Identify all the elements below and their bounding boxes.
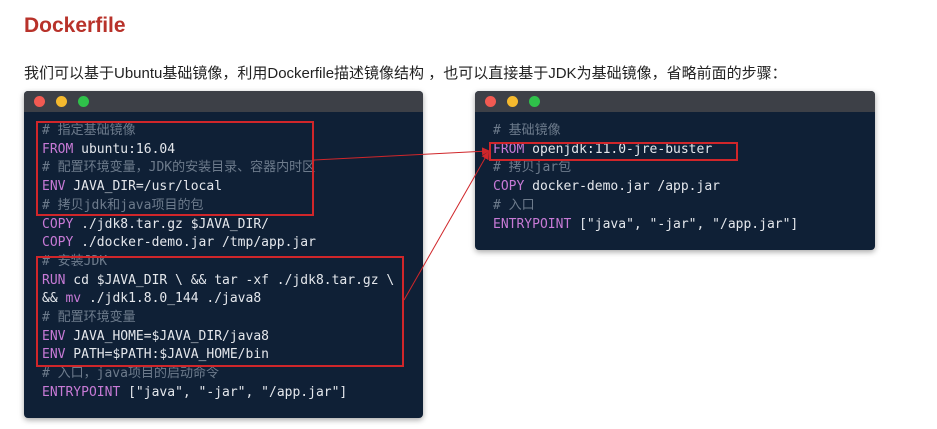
description-text: 我们可以基于Ubuntu基础镜像，利用Dockerfile描述镜像结构 ，也可以…	[24, 65, 787, 82]
code-keyword: FROM	[42, 141, 74, 157]
code-text: JAVA_HOME=$JAVA_DIR/java8	[65, 328, 269, 344]
window-titlebar	[475, 91, 875, 112]
window-titlebar	[24, 91, 423, 112]
arrow-line	[313, 147, 490, 161]
highlight-box-openjdk-from	[489, 142, 738, 161]
code-keyword: ENTRYPOINT	[493, 216, 572, 232]
code-comment: # 配置环境变量	[42, 310, 136, 326]
code-text: ./jdk1.8.0_144 ./java8	[81, 291, 262, 307]
code-line: # 拷贝jdk和java项目的包	[42, 197, 394, 216]
maximize-dot-icon	[78, 96, 89, 107]
code-text: PATH=$PATH:$JAVA_HOME/bin	[65, 347, 269, 363]
code-line: ENTRYPOINT ["java", "-jar", "/app.jar"]	[42, 384, 394, 403]
code-line: # 拷贝jar包	[493, 159, 798, 178]
code-line: FROM openjdk:11.0-jre-buster	[493, 141, 798, 160]
code-text: ./jdk8.tar.gz $JAVA_DIR/	[73, 216, 269, 232]
minimize-dot-icon	[507, 96, 518, 107]
code-line: # 入口	[493, 197, 798, 216]
close-dot-icon	[34, 96, 45, 107]
close-dot-icon	[485, 96, 496, 107]
code-line: # 入口，java项目的启动命令	[42, 365, 394, 384]
code-text: JAVA_DIR=/usr/local	[65, 179, 223, 195]
code-keyword: ENV	[42, 179, 66, 195]
code-text: ["java", "-jar", "/app.jar"]	[571, 216, 799, 232]
code-comment: # 指定基础镜像	[42, 123, 136, 138]
code-comment: # 拷贝jdk和java项目的包	[42, 197, 204, 213]
code-text: cd $JAVA_DIR \ && tar -xf ./jdk8.tar.gz …	[65, 272, 395, 288]
code-keyword: COPY	[493, 179, 525, 195]
code-line: ENV JAVA_DIR=/usr/local	[42, 178, 394, 197]
code-keyword: mv	[65, 291, 82, 307]
code-keyword: FROM	[493, 141, 525, 157]
code-line: FROM ubuntu:16.04	[42, 141, 394, 160]
code-line: # 指定基础镜像	[42, 122, 394, 141]
code-text: openjdk:11.0-jre-buster	[524, 141, 713, 157]
code-keyword: COPY	[42, 235, 74, 251]
code-text: docker-demo.jar /app.jar	[524, 179, 720, 195]
code-text: ["java", "-jar", "/app.jar"]	[120, 384, 348, 400]
code-comment: # 配置环境变量，JDK的安装目录、容器内时区	[42, 160, 316, 176]
arrow-line	[403, 151, 489, 301]
code-keyword: ENV	[42, 328, 66, 344]
code-comment: # 入口	[493, 197, 535, 213]
code-comment: # 入口，java项目的启动命令	[42, 366, 219, 382]
code-line: # 配置环境变量	[42, 309, 394, 328]
code-line: COPY ./docker-demo.jar /tmp/app.jar	[42, 234, 394, 253]
highlight-box-base-setup	[36, 121, 314, 216]
highlight-box-jdk-install	[36, 256, 404, 367]
code-line: # 基础镜像	[493, 122, 798, 141]
code-text: &&	[42, 291, 66, 307]
code-comment: # 拷贝jar包	[493, 160, 572, 176]
code-comment: # 基础镜像	[493, 123, 561, 138]
code-keyword: COPY	[42, 216, 74, 232]
code-line: && mv ./jdk1.8.0_144 ./java8	[42, 290, 394, 309]
code-line: RUN cd $JAVA_DIR \ && tar -xf ./jdk8.tar…	[42, 272, 394, 291]
code-keyword: ENTRYPOINT	[42, 384, 121, 400]
maximize-dot-icon	[529, 96, 540, 107]
code-line: COPY ./jdk8.tar.gz $JAVA_DIR/	[42, 216, 394, 235]
page-title: Dockerfile	[24, 14, 126, 37]
code-line: ENV PATH=$PATH:$JAVA_HOME/bin	[42, 346, 394, 365]
code-text: ./docker-demo.jar /tmp/app.jar	[73, 235, 316, 251]
code-line: ENTRYPOINT ["java", "-jar", "/app.jar"]	[493, 216, 798, 235]
code-keyword: RUN	[42, 272, 66, 288]
code-keyword: ENV	[42, 347, 66, 363]
code-line: ENV JAVA_HOME=$JAVA_DIR/java8	[42, 328, 394, 347]
code-text: ubuntu:16.04	[73, 141, 176, 157]
code-line: COPY docker-demo.jar /app.jar	[493, 178, 798, 197]
code-line: # 配置环境变量，JDK的安装目录、容器内时区	[42, 159, 394, 178]
minimize-dot-icon	[56, 96, 67, 107]
